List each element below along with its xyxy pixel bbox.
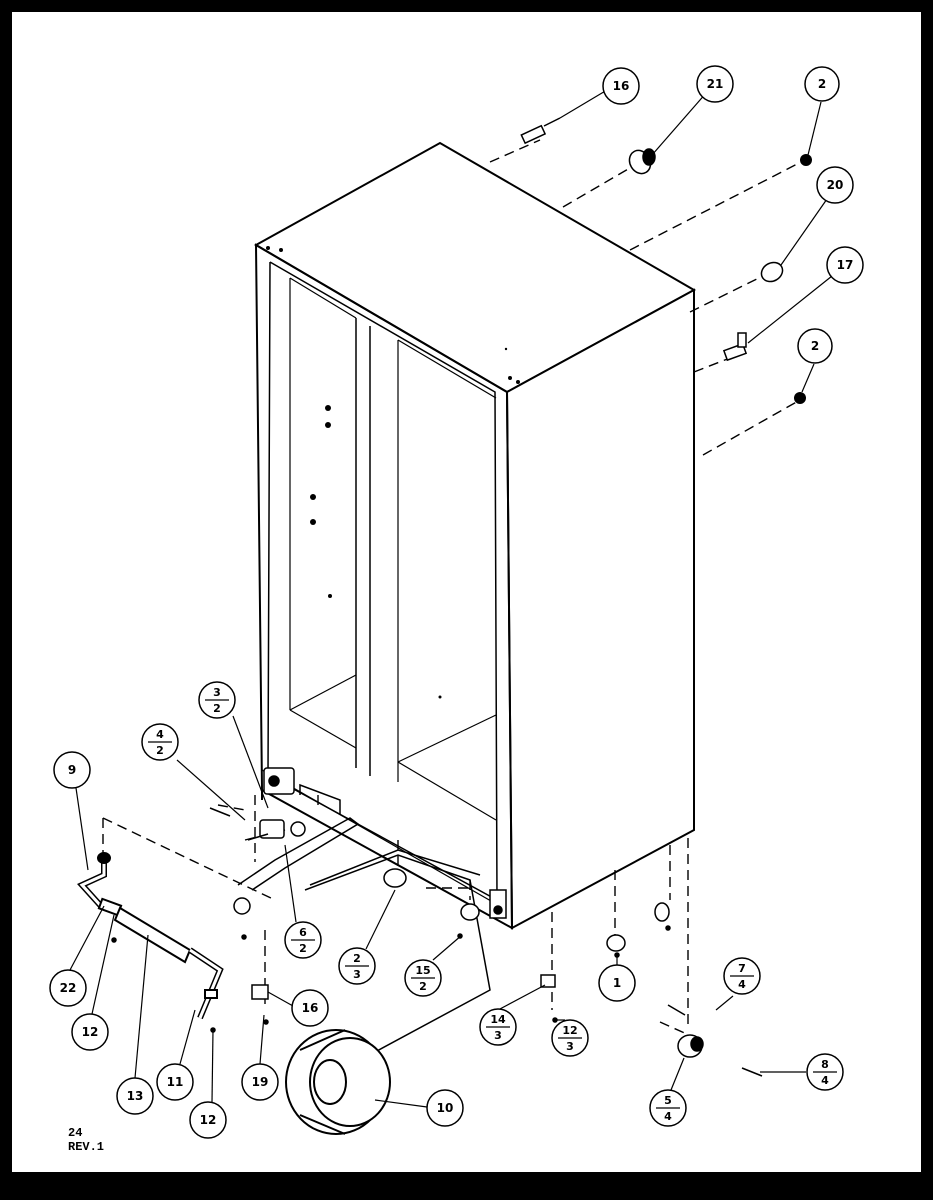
part-2-mid xyxy=(794,392,806,404)
top-border xyxy=(0,0,933,12)
callout-17: 17 xyxy=(826,246,864,284)
svg-text:2: 2 xyxy=(213,702,221,715)
svg-text:4: 4 xyxy=(821,1074,829,1087)
svg-text:2: 2 xyxy=(353,952,361,965)
svg-text:11: 11 xyxy=(167,1075,184,1089)
callout-9: 9 xyxy=(53,751,91,789)
svg-text:2: 2 xyxy=(299,942,307,955)
svg-text:12: 12 xyxy=(82,1025,99,1039)
callout-11: 11 xyxy=(156,1063,194,1101)
fraction-callout-7-4: 7 4 xyxy=(723,957,761,995)
base-tubing xyxy=(237,783,491,1053)
svg-text:2: 2 xyxy=(156,744,164,757)
svg-text:5: 5 xyxy=(664,1094,672,1107)
svg-text:10: 10 xyxy=(437,1101,454,1115)
part-21 xyxy=(628,148,656,175)
svg-text:21: 21 xyxy=(707,77,724,91)
callout-12-left: 12 xyxy=(71,1013,109,1051)
fraction-callout-5-4: 5 4 xyxy=(649,1089,687,1127)
callout-12-bottom: 12 xyxy=(189,1101,227,1139)
part-14-bracket xyxy=(540,974,556,988)
svg-text:3: 3 xyxy=(353,968,361,981)
callout-16-top: 16 xyxy=(602,67,640,105)
fraction-callout-8-4: 8 4 xyxy=(806,1053,844,1091)
svg-text:16: 16 xyxy=(302,1001,319,1015)
bottom-border xyxy=(0,1172,933,1200)
part-20 xyxy=(760,261,784,283)
fraction-callout-4-2: 4 2 xyxy=(141,723,179,761)
svg-text:4: 4 xyxy=(156,728,164,741)
fraction-callout-12-3: 12 3 xyxy=(551,1019,589,1057)
svg-text:2: 2 xyxy=(811,339,819,353)
dashed-leaders xyxy=(102,139,806,1041)
svg-text:4: 4 xyxy=(738,978,746,991)
svg-text:15: 15 xyxy=(415,964,430,977)
callout-19: 19 xyxy=(241,1063,279,1101)
svg-text:22: 22 xyxy=(60,981,77,995)
svg-text:17: 17 xyxy=(837,258,854,272)
fraction-callout-14-3: 14 3 xyxy=(479,1008,517,1046)
part-17 xyxy=(722,332,748,362)
svg-text:13: 13 xyxy=(127,1089,144,1103)
fraction-callout-15-2: 15 2 xyxy=(404,959,442,997)
part-2-top xyxy=(800,154,812,166)
drain-tube-assembly xyxy=(77,852,224,1020)
svg-text:20: 20 xyxy=(827,178,844,192)
svg-text:2: 2 xyxy=(419,980,427,993)
callout-21: 21 xyxy=(696,65,734,103)
svg-text:19: 19 xyxy=(252,1075,269,1089)
callout-2-top: 2 xyxy=(804,66,840,102)
callout-2-mid: 2 xyxy=(797,328,833,364)
callout-16-bottom: 16 xyxy=(291,989,329,1027)
revision-label: REV.1 xyxy=(68,1140,104,1154)
svg-text:9: 9 xyxy=(68,763,76,777)
hinge-bracket xyxy=(259,767,306,839)
svg-text:3: 3 xyxy=(213,686,221,699)
svg-text:12: 12 xyxy=(200,1113,217,1127)
svg-text:14: 14 xyxy=(490,1013,506,1026)
part-16-top xyxy=(520,117,561,145)
callout-22: 22 xyxy=(49,969,87,1007)
svg-text:7: 7 xyxy=(738,962,746,975)
cabinet-shell xyxy=(253,141,697,930)
svg-text:8: 8 xyxy=(821,1058,829,1071)
fraction-callout-6-2: 6 2 xyxy=(284,921,322,959)
part-10-ring xyxy=(285,1029,391,1135)
svg-text:2: 2 xyxy=(818,77,826,91)
cabinet-holes xyxy=(266,246,520,699)
page-ref: 24 xyxy=(68,1126,82,1140)
callout-20: 20 xyxy=(816,166,854,204)
leveling-feet xyxy=(233,868,670,952)
screws xyxy=(111,807,763,1077)
svg-text:6: 6 xyxy=(299,926,307,939)
svg-text:4: 4 xyxy=(664,1110,672,1123)
callout-10: 10 xyxy=(426,1089,464,1127)
callout-1: 1 xyxy=(598,964,636,1002)
callout-13: 13 xyxy=(116,1077,154,1115)
fraction-callout-2-3: 2 3 xyxy=(338,947,376,985)
svg-text:1: 1 xyxy=(613,976,621,990)
svg-text:3: 3 xyxy=(566,1040,574,1053)
part-5-roller xyxy=(677,1034,704,1058)
right-border xyxy=(921,0,933,1200)
part-16-bottom xyxy=(251,984,269,1000)
svg-text:12: 12 xyxy=(562,1024,577,1037)
svg-text:16: 16 xyxy=(613,79,630,93)
left-border xyxy=(0,0,12,1200)
fraction-callout-3-2: 3 2 xyxy=(198,681,236,719)
svg-text:3: 3 xyxy=(494,1029,502,1042)
callout-leaders xyxy=(69,89,833,1108)
